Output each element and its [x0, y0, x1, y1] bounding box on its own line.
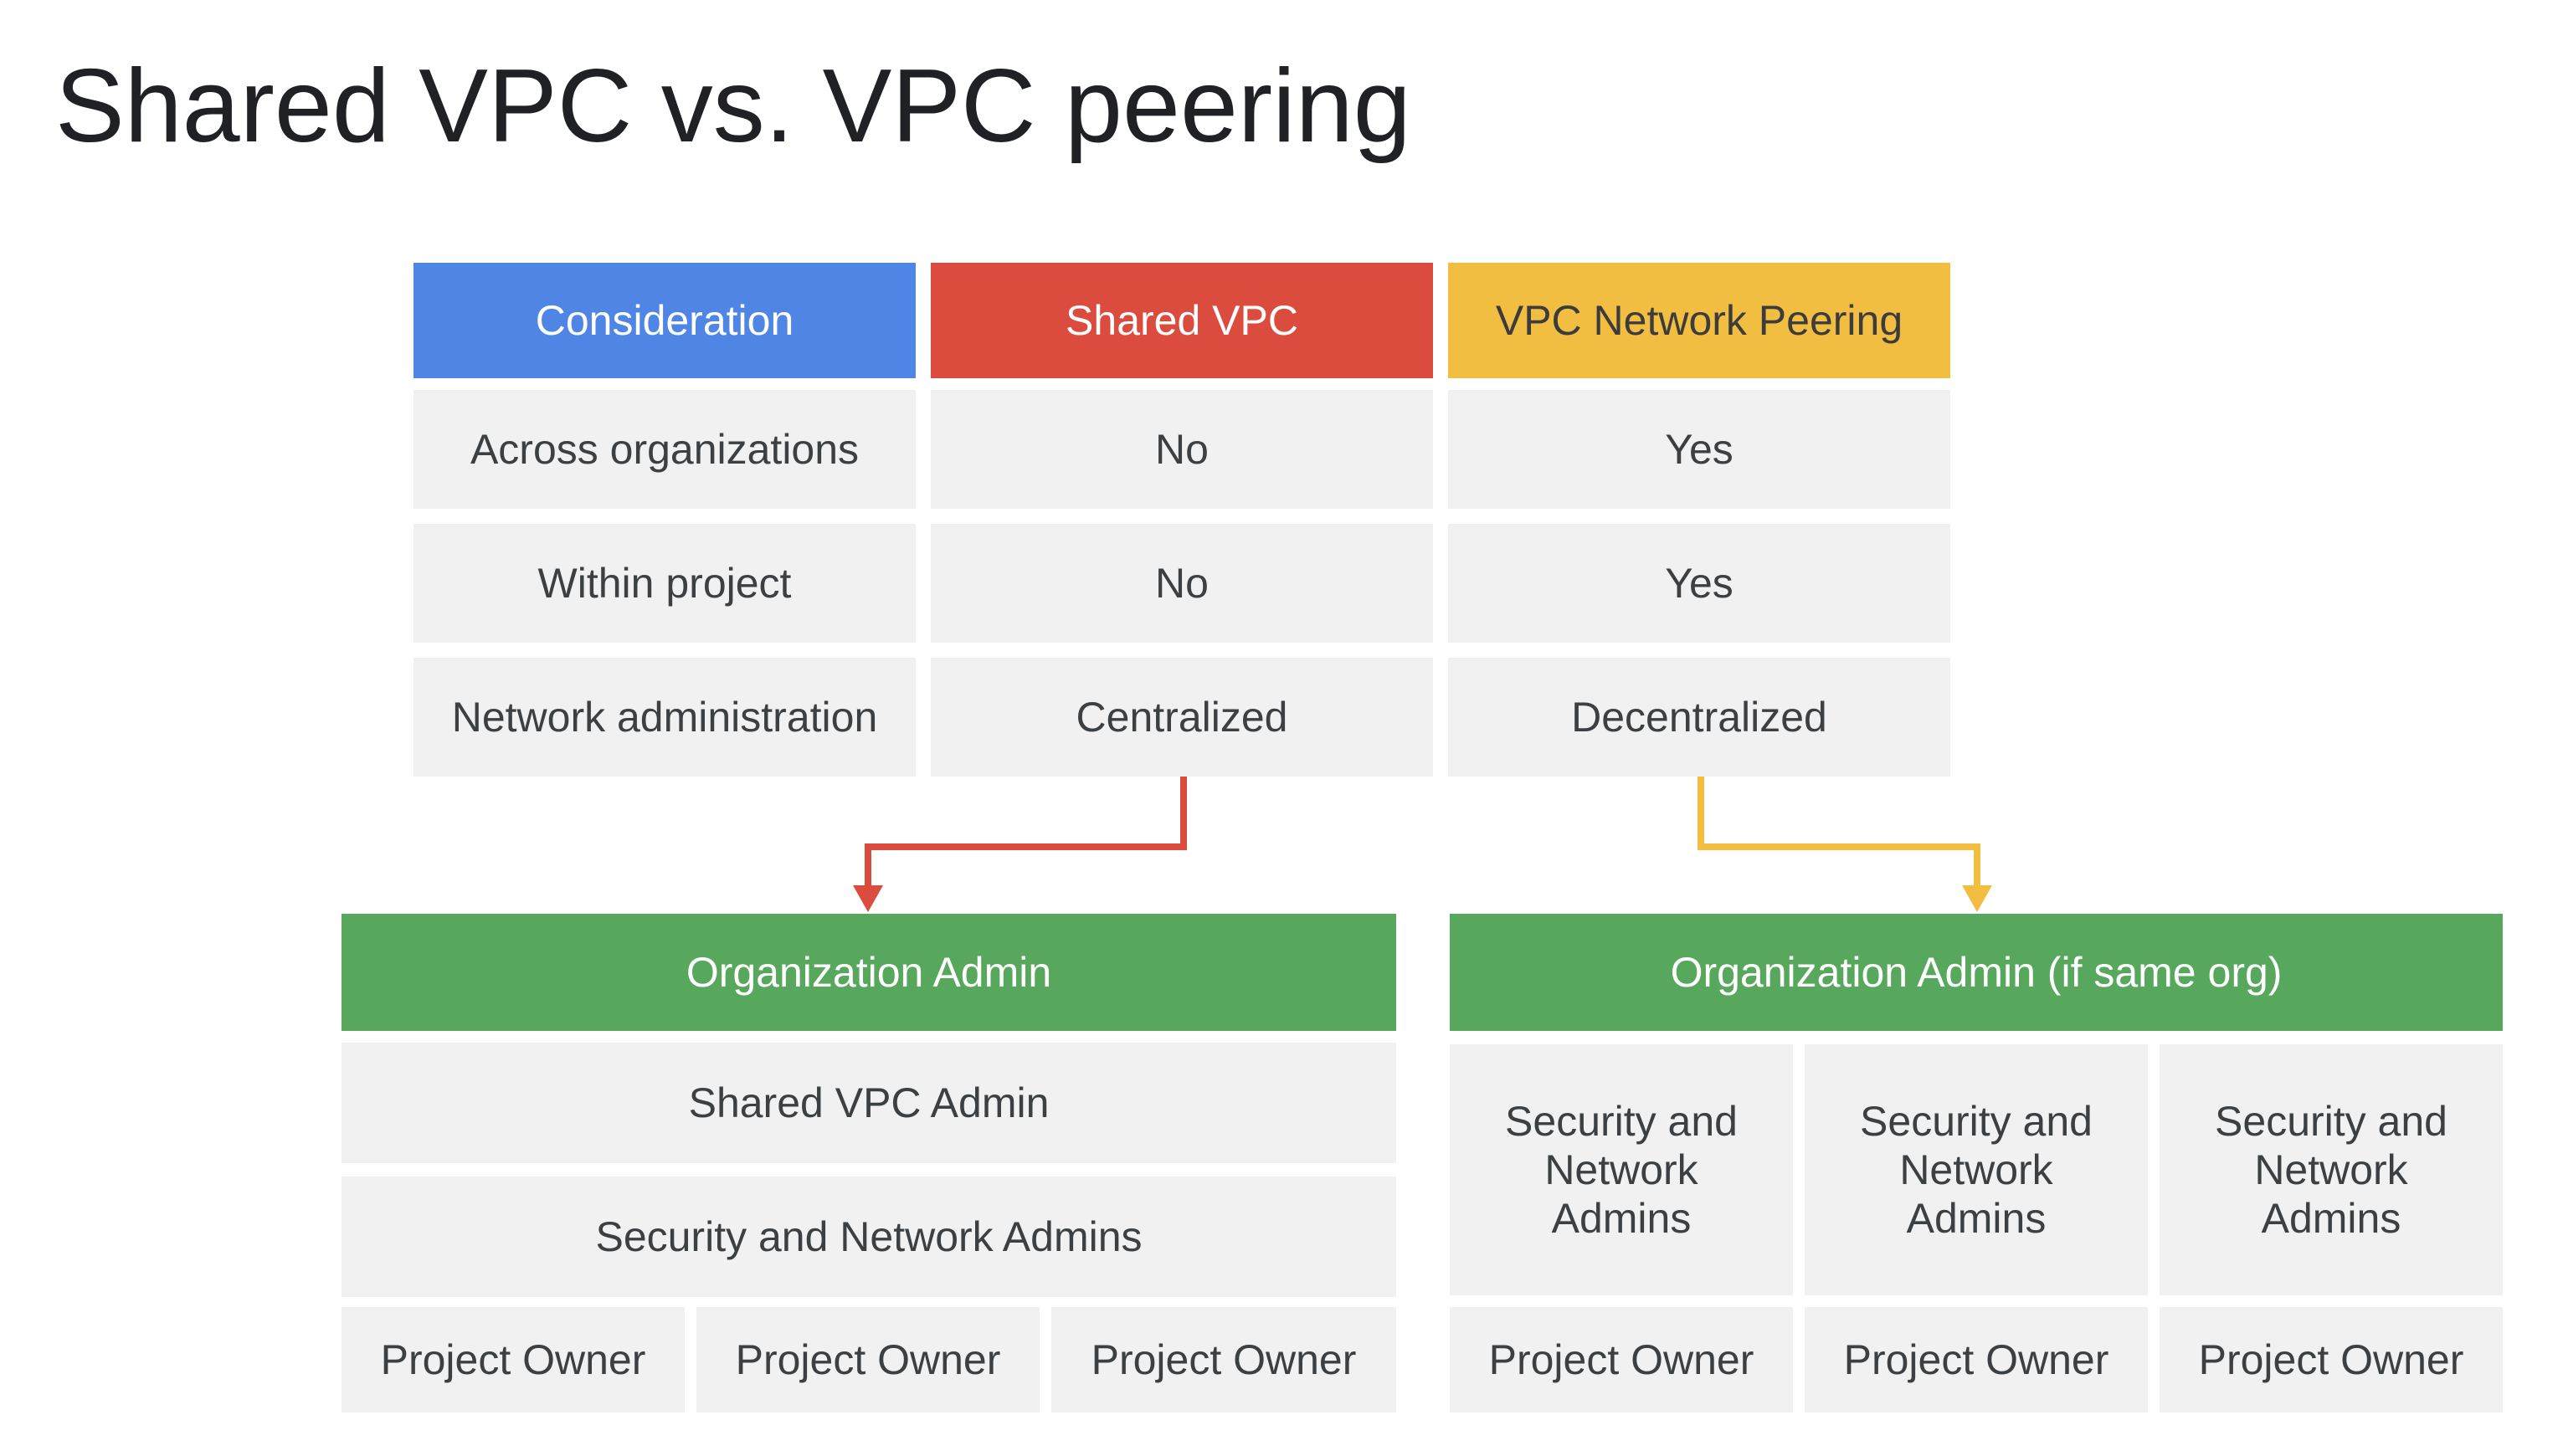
- shared-vpc-arrow-line: [865, 777, 1187, 887]
- peering-project-owner-1: Project Owner: [1450, 1307, 1793, 1412]
- peering-security-network-admins-3: Security and Network Admins: [2160, 1044, 2503, 1295]
- shared-project-owner-1: Project Owner: [342, 1307, 685, 1412]
- shared-vpc-arrowhead: [853, 885, 883, 912]
- header-vpc-network-peering: VPC Network Peering: [1448, 263, 1950, 378]
- peering-arrowhead: [1962, 885, 1992, 912]
- header-consideration: Consideration: [413, 263, 916, 378]
- shared-security-network-admins-box: Security and Network Admins: [342, 1177, 1396, 1297]
- peering-arrow-line: [1698, 777, 1980, 887]
- shared-org-admin-box: Organization Admin: [342, 914, 1396, 1031]
- row-network-administration-peering: Decentralized: [1448, 658, 1950, 777]
- peering-project-owner-3: Project Owner: [2160, 1307, 2503, 1412]
- shared-project-owner-3: Project Owner: [1051, 1307, 1396, 1412]
- row-across-organizations-label: Across organizations: [413, 390, 916, 509]
- page-title: Shared VPC vs. VPC peering: [55, 49, 1411, 164]
- shared-project-owner-2: Project Owner: [696, 1307, 1040, 1412]
- peering-security-network-admins-1: Security and Network Admins: [1450, 1044, 1793, 1295]
- peering-org-admin-box: Organization Admin (if same org): [1450, 914, 2503, 1031]
- peering-project-owner-2: Project Owner: [1805, 1307, 2148, 1412]
- row-across-organizations-shared: No: [931, 390, 1433, 509]
- shared-vpc-admin-box: Shared VPC Admin: [342, 1043, 1396, 1163]
- row-network-administration-shared: Centralized: [931, 658, 1433, 777]
- row-within-project-shared: No: [931, 524, 1433, 643]
- peering-security-network-admins-2: Security and Network Admins: [1805, 1044, 2148, 1295]
- row-across-organizations-peering: Yes: [1448, 390, 1950, 509]
- row-within-project-label: Within project: [413, 524, 916, 643]
- row-network-administration-label: Network administration: [413, 658, 916, 777]
- row-within-project-peering: Yes: [1448, 524, 1950, 643]
- header-shared-vpc: Shared VPC: [931, 263, 1433, 378]
